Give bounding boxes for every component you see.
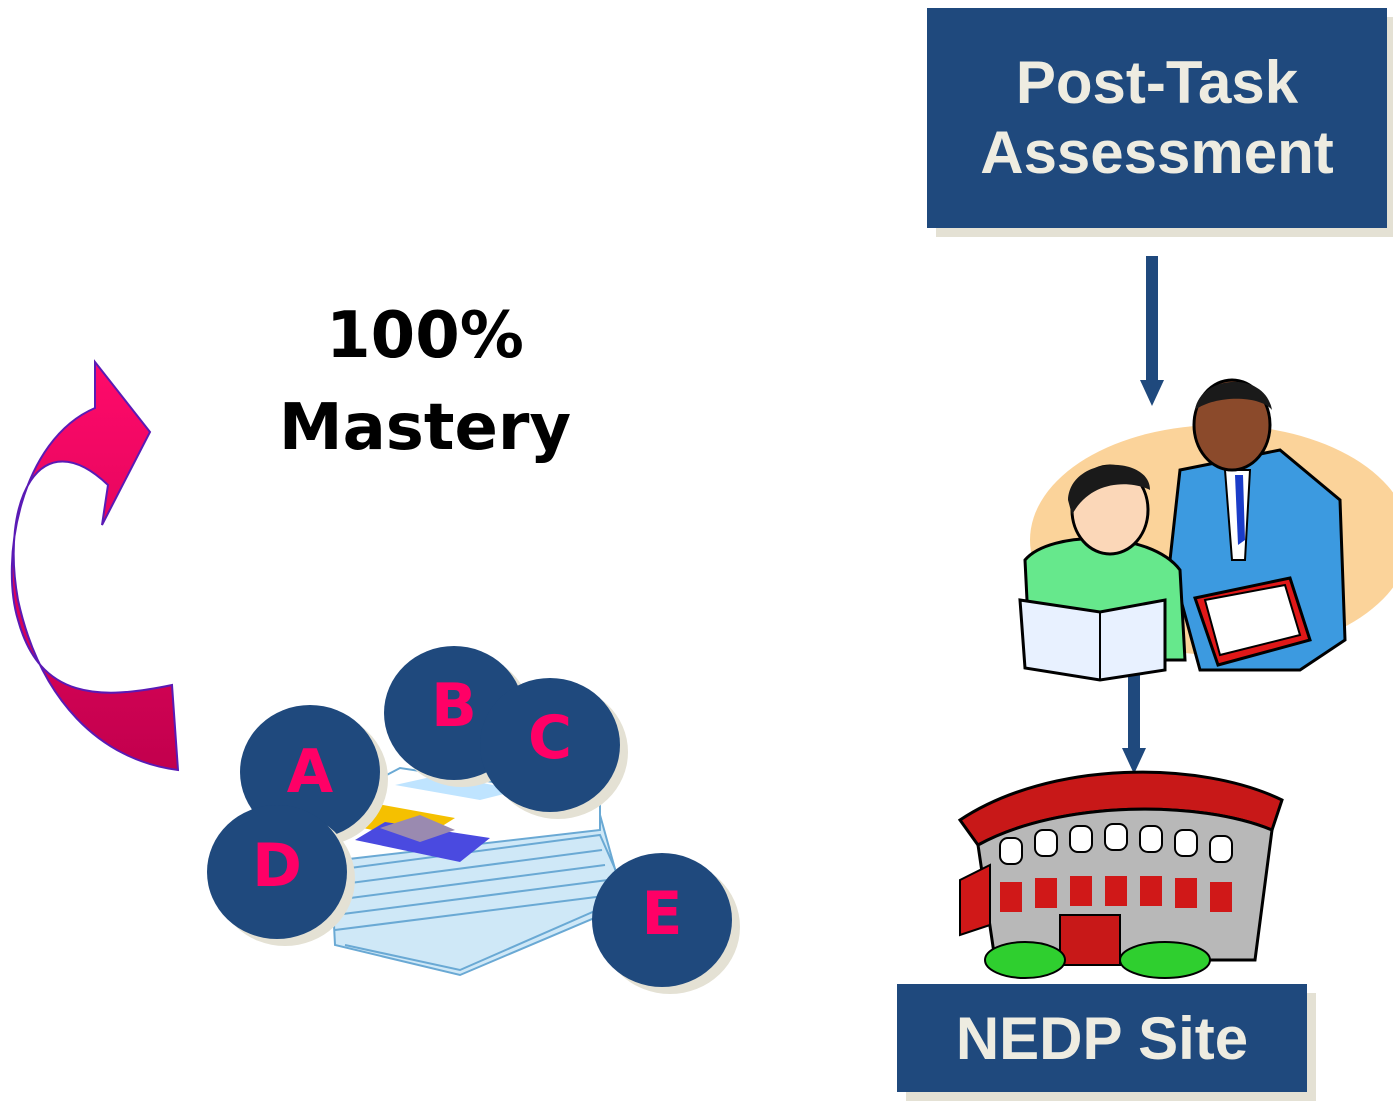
mastery-label: 100% Mastery xyxy=(250,290,600,474)
circle-label-c: C xyxy=(527,703,573,773)
post-task-line2: Assessment xyxy=(980,119,1334,186)
circle-label-b: B xyxy=(431,671,477,741)
circle-label-d: D xyxy=(252,831,302,901)
curved-return-arrow xyxy=(10,359,180,772)
circle-e xyxy=(592,853,732,987)
post-task-assessment-box: Post-Task Assessment xyxy=(927,8,1387,228)
post-task-line1: Post-Task xyxy=(1015,49,1299,116)
school-building-icon xyxy=(957,770,1284,979)
nedp-site-box: NEDP Site xyxy=(897,984,1307,1092)
mastery-line2: Mastery xyxy=(278,391,572,465)
nedp-site-label: NEDP Site xyxy=(955,1004,1249,1072)
circle-group xyxy=(207,646,740,994)
arrow-down-1 xyxy=(1140,256,1164,406)
people-reviewing-icon xyxy=(1018,378,1393,682)
circle-label-a: A xyxy=(286,737,334,807)
circle-label-e: E xyxy=(641,879,683,949)
circle-d xyxy=(207,805,347,939)
mastery-line1: 100% xyxy=(326,299,524,373)
circle-c xyxy=(480,678,620,812)
